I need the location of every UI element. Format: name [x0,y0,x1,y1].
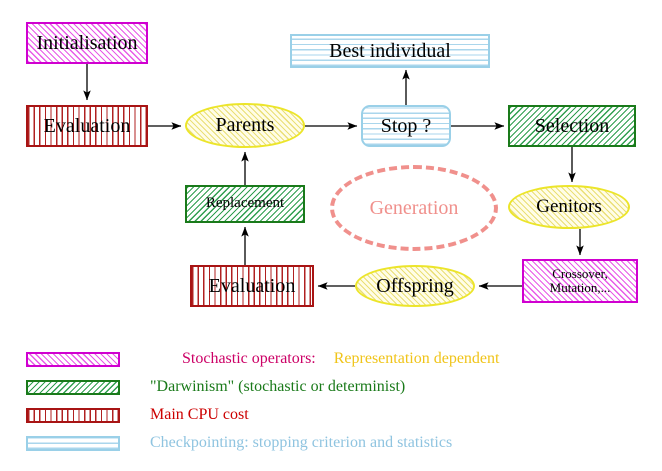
node-selection[interactable]: Selection [508,105,636,147]
legend-swatch-checkpointing [26,435,120,451]
node-crossover-mutation[interactable]: Crossover, Mutation,... [522,259,638,303]
legend-label-checkpointing: Checkpointing: stopping criterion and st… [150,434,453,451]
node-evaluation-top[interactable]: Evaluation [26,105,148,147]
node-best-individual[interactable]: Best individual [290,34,490,68]
legend-label-group: Stochastic operators: Representation depe… [150,332,499,386]
legend-label-stochastic-operators: Stochastic operators: [182,350,316,367]
legend-label-darwinism: "Darwinism" (stochastic or determinist) [150,378,406,395]
node-offspring[interactable]: Offspring [355,265,475,307]
legend-row: Main CPU cost [26,402,636,428]
node-parents[interactable]: Parents [185,103,305,148]
legend-label-representation-dependent: Representation dependent [333,350,500,367]
node-genitors[interactable]: Genitors [508,185,630,229]
node-initialisation[interactable]: Initialisation [26,22,148,64]
legend: Stochastic operators: Representation depe… [26,346,636,458]
legend-row: Stochastic operators: Representation depe… [26,346,636,372]
node-stop[interactable]: Stop ? [361,105,451,147]
legend-label-main-cpu-cost: Main CPU cost [150,406,249,423]
node-generation: Generation [330,165,498,251]
legend-row: "Darwinism" (stochastic or determinist) [26,374,636,400]
legend-swatch-main-cpu-cost [26,407,120,423]
node-evaluation-bottom[interactable]: Evaluation [190,265,314,307]
legend-swatch-darwinism [26,379,120,395]
node-replacement[interactable]: Replacement [185,185,305,223]
legend-row: Checkpointing: stopping criterion and st… [26,430,636,456]
legend-swatch-stochastic-operators [26,351,120,367]
